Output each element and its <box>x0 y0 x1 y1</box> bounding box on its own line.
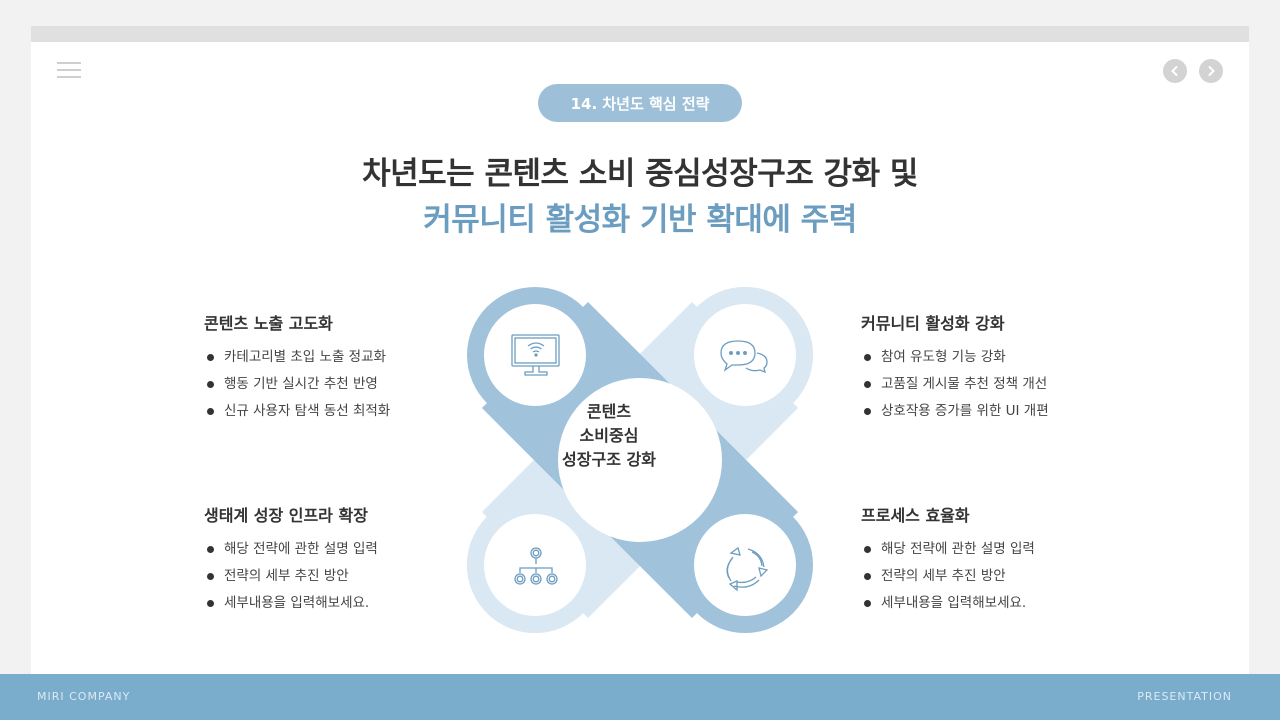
block-title: 콘텐츠 노출 고도화 <box>204 314 333 333</box>
cycle-arrows-icon <box>726 546 769 592</box>
chevron-right-icon <box>1208 66 1215 76</box>
list-item: 세부내용을 입력해보세요. <box>204 594 464 621</box>
footer-company: MIRI COMPANY <box>37 690 131 703</box>
footer-label: PRESENTATION <box>1137 690 1232 703</box>
center-circle <box>558 378 722 542</box>
strategy-block-process: 프로세스 효율화 해당 전략에 관한 설명 입력 전략의 세부 추진 방안 세부… <box>861 502 1121 621</box>
next-button[interactable] <box>1199 59 1223 83</box>
block-title: 커뮤니티 활성화 강화 <box>861 314 1005 333</box>
chat-bubbles-icon <box>720 340 768 374</box>
list-item: 참여 유도형 기능 강화 <box>861 348 1121 375</box>
list-item: 고품질 게시물 추천 정책 개선 <box>861 375 1121 402</box>
list-item: 해당 전략에 관한 설명 입력 <box>204 540 464 567</box>
monitor-wifi-icon <box>511 334 560 376</box>
footer: MIRI COMPANY PRESENTATION <box>0 674 1280 720</box>
block-title: 생태계 성장 인프라 확장 <box>204 506 368 525</box>
page-title-line2: 커뮤니티 활성화 기반 확대에 주력 <box>423 202 857 238</box>
list-item: 전략의 세부 추진 방안 <box>204 567 464 594</box>
strategy-block-community: 커뮤니티 활성화 강화 참여 유도형 기능 강화 고품질 게시물 추천 정책 개… <box>861 310 1121 429</box>
center-label: 콘텐츠 소비중심 성장구조 강화 <box>529 400 689 472</box>
top-bar <box>31 26 1249 42</box>
page-title-line1: 차년도는 콘텐츠 소비 중심성장구조 강화 및 <box>362 156 918 192</box>
list-item: 카테고리별 초입 노출 정교화 <box>204 348 464 375</box>
center-label-line1: 콘텐츠 <box>586 402 632 421</box>
center-label-line3: 성장구조 강화 <box>562 450 656 469</box>
prev-button[interactable] <box>1163 59 1187 83</box>
list-item: 행동 기반 실시간 추천 반영 <box>204 375 464 402</box>
section-badge: 14. 차년도 핵심 전략 <box>538 84 742 122</box>
list-item: 상호작용 증가를 위한 UI 개편 <box>861 402 1121 429</box>
strategy-block-content-exposure: 콘텐츠 노출 고도화 카테고리별 초입 노출 정교화 행동 기반 실시간 추천 … <box>204 310 464 429</box>
list-item: 세부내용을 입력해보세요. <box>861 594 1121 621</box>
list-item: 해당 전략에 관한 설명 입력 <box>861 540 1121 567</box>
org-chart-icon <box>514 547 558 585</box>
list-item: 신규 사용자 탐색 동선 최적화 <box>204 402 464 429</box>
center-label-line2: 소비중심 <box>579 426 639 445</box>
chevron-left-icon <box>1171 66 1178 76</box>
block-title: 프로세스 효율화 <box>861 506 970 525</box>
hamburger-icon[interactable] <box>57 62 81 80</box>
strategy-block-ecosystem: 생태계 성장 인프라 확장 해당 전략에 관한 설명 입력 전략의 세부 추진 … <box>204 502 464 621</box>
list-item: 전략의 세부 추진 방안 <box>861 567 1121 594</box>
